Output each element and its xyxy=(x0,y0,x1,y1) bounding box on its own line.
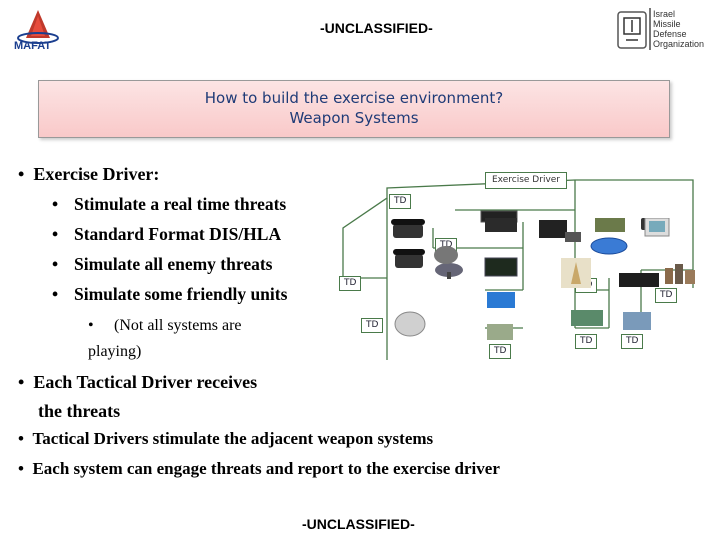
sub-bullet-item: •Simulate some friendly units xyxy=(52,284,288,304)
slide-title: How to build the exercise environment? W… xyxy=(39,88,669,128)
sub-bullet-item: •Stimulate a real time threats xyxy=(52,194,287,214)
imdo-line-1: Israel xyxy=(653,9,676,19)
bullet-engage: • Each system can engage threats and rep… xyxy=(18,459,500,478)
td-box: TD xyxy=(339,276,362,291)
launcher-photo-icon xyxy=(623,312,651,330)
military-truck-icon xyxy=(595,218,625,232)
bullet-exercise-driver: • Exercise Driver: xyxy=(18,164,160,184)
imdo-line-4: Organization xyxy=(653,39,705,49)
slide-title-box: How to build the exercise environment? W… xyxy=(38,80,670,138)
td-box: TD xyxy=(575,334,598,349)
tactical-terminal-icon xyxy=(619,273,659,287)
blue-screen-icon xyxy=(487,292,515,308)
missile-launch-icon xyxy=(561,258,591,288)
sub-bullet-item: •Standard Format DIS/HLA xyxy=(52,224,282,244)
classification-bottom: -UNCLASSIFIED- xyxy=(302,516,415,532)
network-diagram: Exercise Driver TD TD TD TD TD TD TD TD … xyxy=(325,160,715,360)
imdo-line-2: Missile xyxy=(653,19,681,29)
dish-antenna-icon xyxy=(435,263,463,279)
td-box: TD xyxy=(655,288,678,303)
control-unit-icon xyxy=(484,257,518,277)
exercise-driver-label: Exercise Driver xyxy=(485,172,568,189)
imdo-logo-text: Israel Missile Defense Organization xyxy=(653,9,704,49)
computer-terminal-icon xyxy=(539,220,581,242)
td-box: TD xyxy=(621,334,644,349)
td-box: TD xyxy=(389,194,412,209)
mafat-emblem-icon xyxy=(17,10,59,44)
sub-bullet-list: •Stimulate a real time threats •Standard… xyxy=(52,189,287,309)
radar-icon xyxy=(434,246,458,264)
aerial-photo-icon xyxy=(571,310,603,326)
title-line-1: How to build the exercise environment? xyxy=(204,89,504,107)
telephone-icon xyxy=(391,219,425,238)
imdo-emblem-icon xyxy=(617,11,647,49)
td-box: TD xyxy=(361,318,384,333)
sub-bullet-item: •Simulate all enemy threats xyxy=(52,254,273,274)
desktop-computer-icon xyxy=(644,218,670,237)
mafat-logo: MAFAT xyxy=(10,8,70,53)
classification-top: -UNCLASSIFIED- xyxy=(320,20,433,36)
sub-sub-bullet-note: •(Not all systems are playing) xyxy=(88,317,242,360)
bullet-adjacent: • Tactical Drivers stimulate the adjacen… xyxy=(18,429,434,448)
satellite-dish-icon xyxy=(394,311,426,337)
telephone-icon xyxy=(393,249,425,268)
mafat-logo-text: MAFAT xyxy=(14,40,52,52)
td-box: TD xyxy=(489,344,512,359)
bullet-tactical-driver: • Each Tactical Driver receives the thre… xyxy=(18,372,258,421)
imdo-logo: Israel Missile Defense Organization xyxy=(616,8,716,52)
imdo-line-3: Defense xyxy=(653,29,687,39)
network-hub-icon xyxy=(590,237,628,255)
transmitter-icon xyxy=(485,218,517,232)
city-skyline-icon xyxy=(665,264,695,284)
radar-station-icon xyxy=(487,324,513,340)
bullet-icon: • xyxy=(18,164,34,184)
title-line-2: Weapon Systems xyxy=(289,109,419,127)
